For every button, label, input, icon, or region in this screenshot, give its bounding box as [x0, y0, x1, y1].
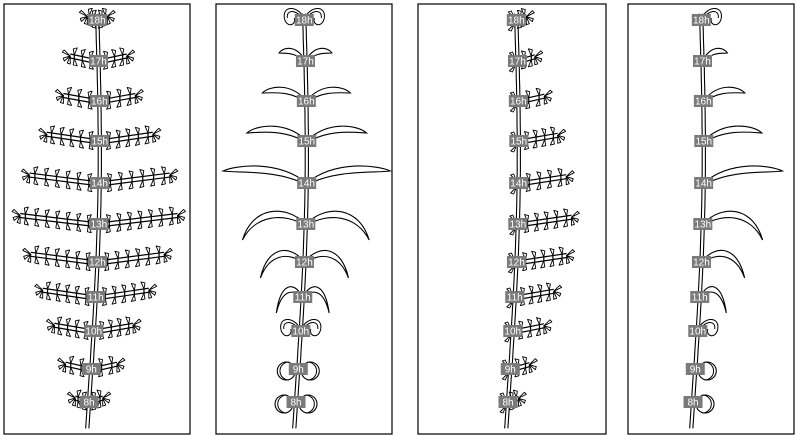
time-label-9h-text: 9h — [86, 365, 97, 376]
time-label-16h: 16h — [694, 95, 713, 108]
time-label-18h-text: 18h — [508, 16, 525, 27]
time-label-16h: 16h — [297, 95, 316, 108]
time-label-16h-text: 16h — [91, 97, 108, 108]
time-label-8h-text: 8h — [687, 398, 698, 409]
time-label-11h: 11h — [505, 291, 524, 304]
time-label-15h: 15h — [90, 135, 109, 148]
time-label-17h-text: 17h — [509, 57, 526, 68]
time-label-8h-text: 8h — [502, 398, 513, 409]
panel-3: 18h 17h 16h 15h 14h 13h 12h 11h 10h 9h 8h — [418, 4, 606, 434]
time-label-16h: 16h — [90, 95, 109, 108]
time-label-17h-text: 17h — [694, 57, 711, 68]
time-label-17h: 17h — [508, 55, 527, 68]
time-label-9h: 9h — [686, 363, 705, 376]
time-label-14h: 14h — [90, 177, 109, 190]
time-label-14h: 14h — [509, 177, 528, 190]
time-label-9h: 9h — [82, 363, 101, 376]
time-label-10h: 10h — [291, 325, 310, 338]
time-label-12h-text: 12h — [89, 258, 106, 269]
time-label-13h: 13h — [89, 218, 108, 231]
time-label-17h: 17h — [296, 55, 315, 68]
time-label-17h-text: 17h — [297, 57, 314, 68]
time-label-15h-text: 15h — [298, 137, 315, 148]
time-label-18h: 18h — [88, 14, 107, 27]
time-label-9h-text: 9h — [690, 365, 701, 376]
time-label-16h-text: 16h — [298, 97, 315, 108]
time-label-13h-text: 13h — [297, 220, 314, 231]
time-label-10h-text: 10h — [689, 327, 706, 338]
time-label-11h-text: 11h — [692, 293, 708, 304]
time-label-11h-text: 11h — [295, 293, 311, 304]
time-label-12h: 12h — [88, 256, 107, 269]
time-label-8h-text: 8h — [290, 398, 301, 409]
time-label-18h: 18h — [295, 14, 314, 27]
panel-1: 18h 17h 16h 15h 14h 13h 12h 11h 10h 9h 8h — [4, 4, 190, 434]
time-label-18h: 18h — [692, 14, 711, 27]
time-label-10h-text: 10h — [504, 327, 521, 338]
time-label-11h: 11h — [86, 291, 105, 304]
time-label-12h-text: 12h — [296, 258, 313, 269]
time-label-14h: 14h — [297, 177, 316, 190]
time-label-13h-text: 13h — [509, 220, 526, 231]
time-label-10h: 10h — [688, 325, 707, 338]
time-label-15h: 15h — [509, 135, 528, 148]
time-label-17h-text: 17h — [90, 57, 107, 68]
time-label-13h: 13h — [508, 218, 527, 231]
time-label-10h: 10h — [84, 325, 103, 338]
time-label-10h-text: 10h — [85, 327, 102, 338]
panel-2: 18h 17h 16h 15h 14h 13h 12h 11h 10h 9h 8h — [216, 4, 392, 434]
time-label-15h: 15h — [297, 135, 316, 148]
time-label-14h-text: 14h — [91, 179, 108, 190]
time-label-8h-text: 8h — [83, 398, 94, 409]
time-label-9h-text: 9h — [505, 365, 516, 376]
time-label-18h-text: 18h — [296, 16, 313, 27]
time-label-17h: 17h — [89, 55, 108, 68]
time-label-12h-text: 12h — [693, 258, 710, 269]
time-label-16h: 16h — [509, 95, 528, 108]
time-label-13h: 13h — [296, 218, 315, 231]
time-label-11h-text: 11h — [507, 293, 523, 304]
time-label-13h: 13h — [693, 218, 712, 231]
time-label-14h: 14h — [694, 177, 713, 190]
time-label-16h-text: 16h — [510, 97, 527, 108]
time-label-15h-text: 15h — [91, 137, 108, 148]
time-label-14h-text: 14h — [510, 179, 527, 190]
time-label-12h: 12h — [295, 256, 314, 269]
time-label-11h: 11h — [690, 291, 709, 304]
time-label-9h: 9h — [501, 363, 520, 376]
time-label-13h-text: 13h — [694, 220, 711, 231]
time-label-18h-text: 18h — [89, 16, 106, 27]
time-label-12h: 12h — [692, 256, 711, 269]
time-label-10h-text: 10h — [292, 327, 309, 338]
time-label-8h: 8h — [287, 396, 306, 409]
time-label-9h: 9h — [289, 363, 308, 376]
time-label-8h: 8h — [684, 396, 703, 409]
time-label-15h-text: 15h — [695, 137, 712, 148]
time-label-14h-text: 14h — [695, 179, 712, 190]
panel-4: 18h 17h 16h 15h 14h 13h 12h 11h 10h 9h 8h — [628, 4, 794, 434]
time-label-18h: 18h — [507, 14, 526, 27]
time-label-18h-text: 18h — [693, 16, 710, 27]
time-label-15h-text: 15h — [510, 137, 527, 148]
time-label-11h-text: 11h — [88, 293, 104, 304]
time-label-17h: 17h — [693, 55, 712, 68]
time-label-8h: 8h — [80, 396, 99, 409]
time-label-15h: 15h — [694, 135, 713, 148]
time-label-14h-text: 14h — [298, 179, 315, 190]
time-label-16h-text: 16h — [695, 97, 712, 108]
time-label-13h-text: 13h — [90, 220, 107, 231]
time-label-11h: 11h — [293, 291, 312, 304]
time-label-8h: 8h — [499, 396, 518, 409]
time-label-9h-text: 9h — [293, 365, 304, 376]
time-label-12h-text: 12h — [508, 258, 525, 269]
time-label-10h: 10h — [503, 325, 522, 338]
time-label-12h: 12h — [507, 256, 526, 269]
